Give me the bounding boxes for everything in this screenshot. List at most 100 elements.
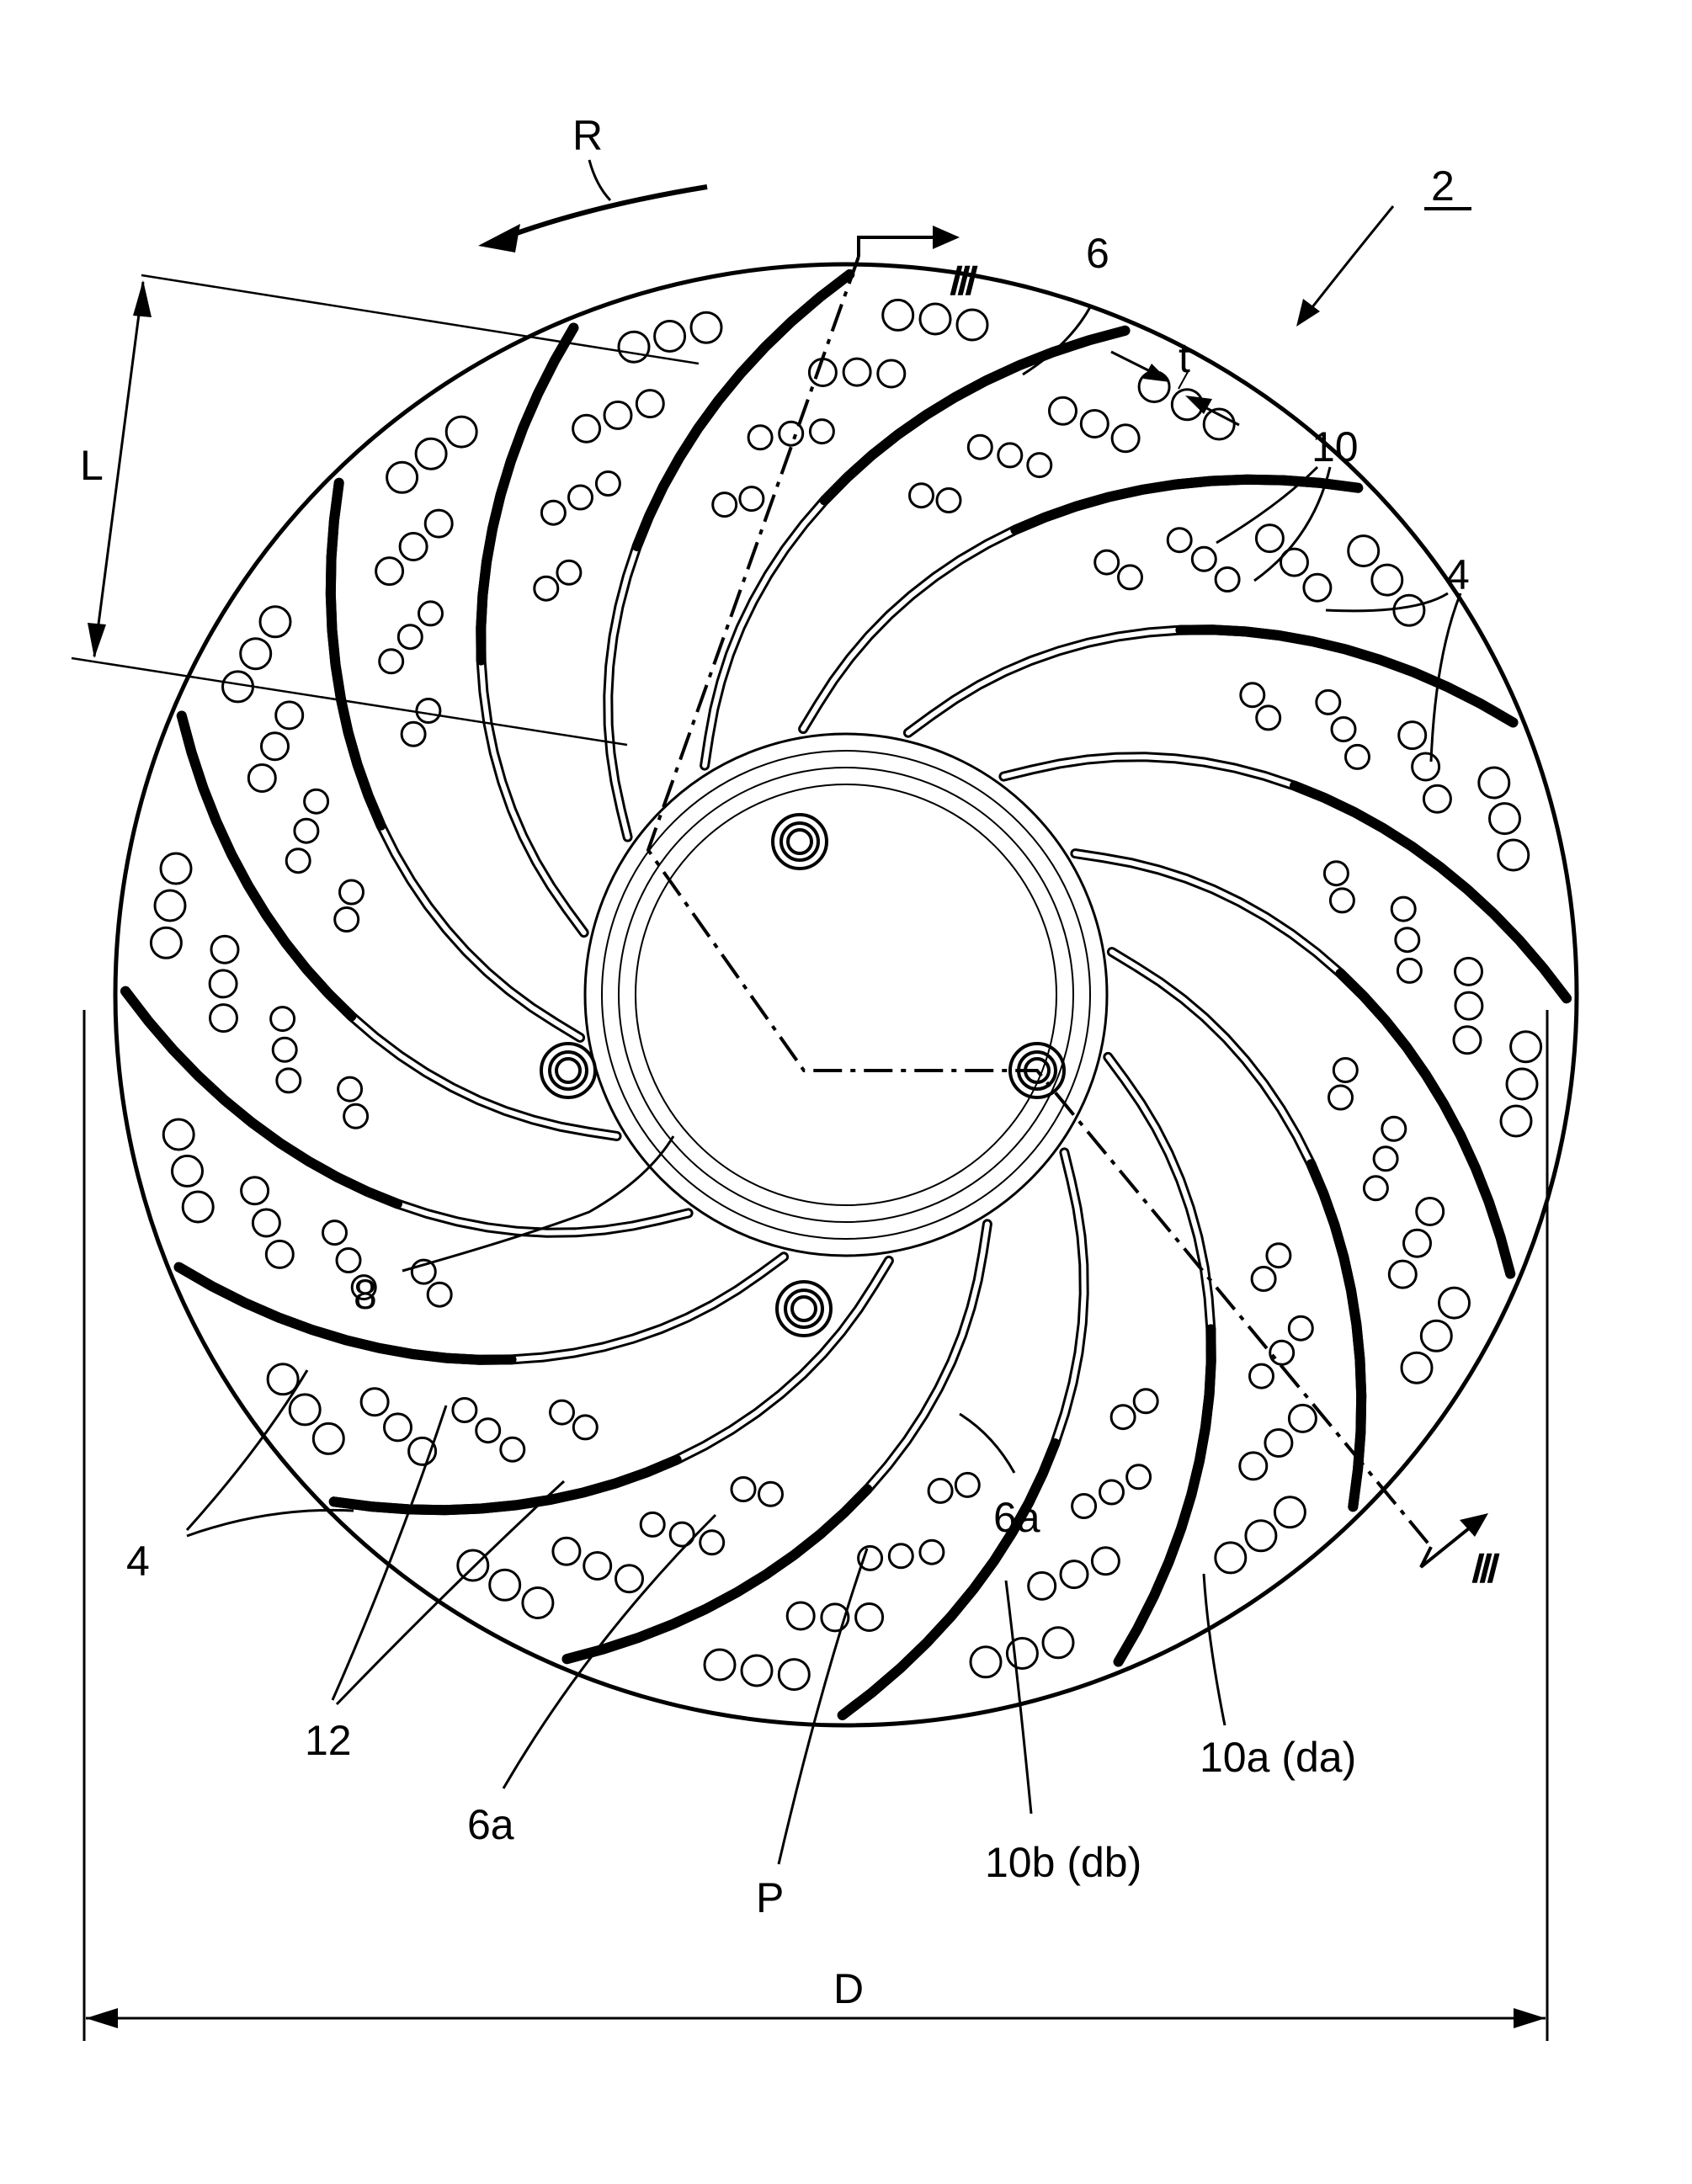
hole <box>1256 525 1283 552</box>
hole <box>1050 397 1077 424</box>
hole <box>1317 690 1340 714</box>
hole <box>501 1437 524 1461</box>
hole-label: 10 <box>1312 423 1359 470</box>
hole <box>810 420 833 444</box>
vane-label-right: 4 <box>1446 551 1470 598</box>
hole <box>1511 1032 1541 1062</box>
hole <box>155 890 185 921</box>
vane-label-left: 4 <box>126 1538 150 1585</box>
hole <box>387 462 418 492</box>
diameter-label: D <box>833 1965 864 2012</box>
hole <box>535 577 558 600</box>
hole <box>248 765 275 792</box>
hole <box>1043 1628 1073 1658</box>
disc-region-label-right: 6a <box>993 1494 1040 1541</box>
vane-outer <box>1119 1329 1211 1661</box>
hub <box>585 734 1107 1256</box>
hole <box>1241 683 1264 707</box>
hole <box>1028 454 1051 477</box>
vane-inner <box>331 483 580 1038</box>
hole <box>1250 1364 1274 1388</box>
hole <box>1364 1177 1387 1200</box>
hole <box>453 1399 476 1422</box>
hole <box>920 1540 944 1564</box>
hole <box>1396 928 1419 952</box>
vane-outer <box>179 1267 512 1360</box>
hole <box>705 1650 735 1680</box>
hole <box>1265 1430 1292 1457</box>
hole <box>1374 1147 1397 1171</box>
vane-inner <box>567 1224 987 1659</box>
hole <box>1119 566 1142 589</box>
hub-ring <box>636 784 1056 1205</box>
leader-8 <box>402 1136 673 1271</box>
hole <box>1394 595 1424 625</box>
hole <box>553 1538 580 1565</box>
hole <box>957 310 987 340</box>
hub-ring <box>585 734 1107 1256</box>
hole <box>551 1400 574 1424</box>
hole <box>416 438 446 469</box>
hole <box>1092 1548 1119 1575</box>
hole <box>971 1647 1001 1677</box>
vane-outer <box>331 483 381 826</box>
section-arrow-bottom <box>1421 1525 1473 1567</box>
hole <box>968 435 992 459</box>
hole <box>1498 840 1529 870</box>
vane-inner <box>1112 952 1361 1506</box>
vane <box>1075 853 1510 1273</box>
hole <box>1397 959 1421 982</box>
hole <box>1192 547 1216 571</box>
vane <box>705 331 1125 766</box>
hole <box>1168 529 1191 552</box>
hole <box>573 1416 597 1439</box>
hole <box>161 853 191 884</box>
hole <box>1399 722 1426 749</box>
hole <box>313 1423 343 1453</box>
hole <box>1423 785 1450 812</box>
hole <box>619 332 649 362</box>
hole <box>1216 1543 1246 1573</box>
hole <box>596 472 620 496</box>
figure-ref-leader <box>1309 206 1393 311</box>
hole <box>584 1553 611 1580</box>
hole <box>1346 745 1370 768</box>
hole <box>1389 1261 1416 1288</box>
hole <box>604 401 631 428</box>
hole <box>655 321 685 352</box>
dim-l-arrow-top <box>133 280 152 317</box>
hole <box>1330 889 1354 912</box>
hole <box>242 1177 269 1204</box>
hole <box>883 300 913 330</box>
bolt-hole <box>556 1059 580 1082</box>
hole <box>713 493 737 517</box>
holes <box>151 300 1540 1689</box>
dim-t-head-right <box>1185 396 1212 414</box>
hole <box>636 391 663 417</box>
hole <box>253 1209 279 1236</box>
hub-ring <box>619 768 1073 1222</box>
hole <box>295 819 318 842</box>
rotation-leader <box>589 160 610 200</box>
vane-inner <box>803 480 1358 729</box>
hole <box>1267 1244 1290 1267</box>
vane-inner <box>1075 853 1510 1273</box>
hole <box>425 510 452 537</box>
hole <box>569 486 593 509</box>
bolt-hole <box>792 1297 816 1320</box>
hole <box>1455 992 1482 1019</box>
hole <box>1391 897 1415 921</box>
hole <box>616 1565 643 1592</box>
hole <box>878 360 905 387</box>
hole <box>732 1478 755 1501</box>
hole <box>398 625 422 649</box>
leader-12-a <box>333 1406 446 1700</box>
hole <box>856 1604 883 1631</box>
hole <box>305 789 328 813</box>
hole <box>337 1249 360 1273</box>
hole <box>740 487 764 511</box>
hole <box>700 1531 724 1554</box>
hole <box>1289 1316 1312 1340</box>
bolt-hole <box>788 830 811 853</box>
